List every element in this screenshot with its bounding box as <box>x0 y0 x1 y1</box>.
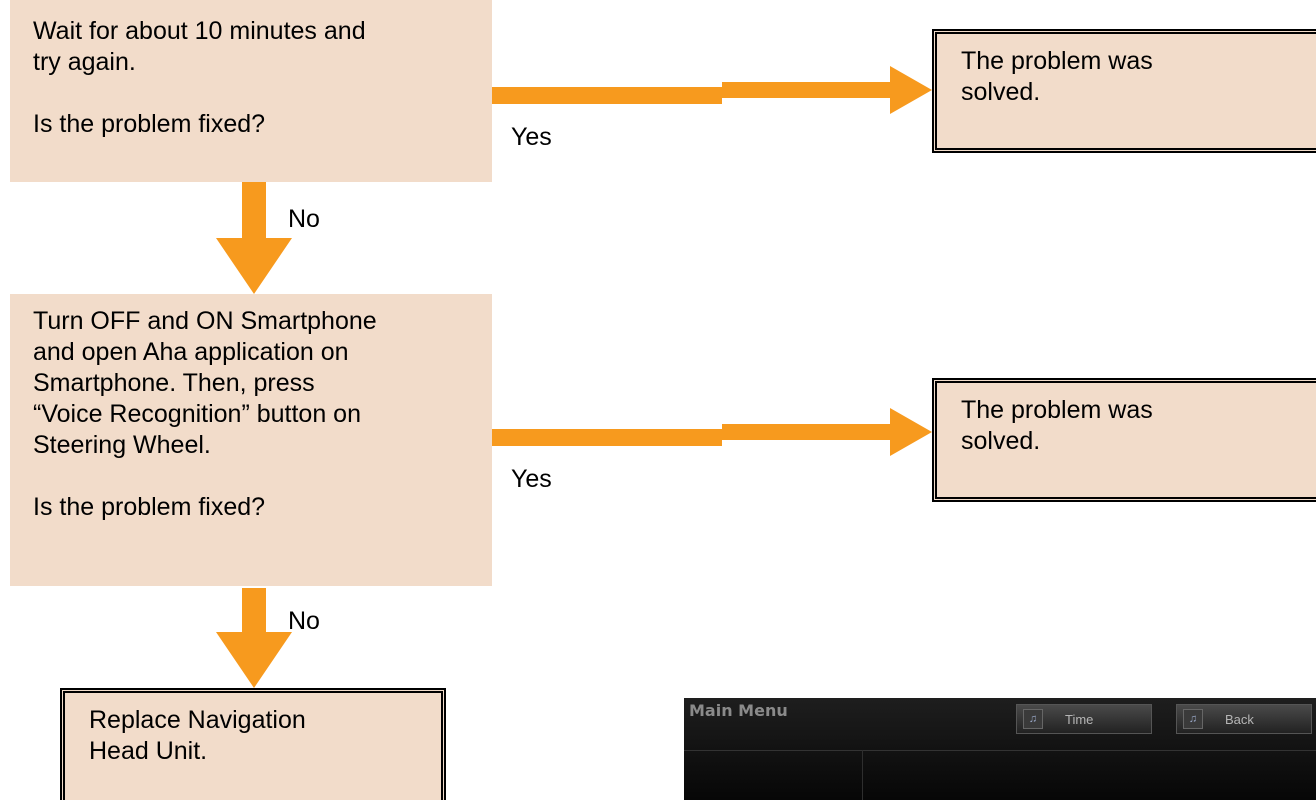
step-1-question: Is the problem fixed? <box>33 110 266 138</box>
voice-icon: ♫ <box>1183 709 1203 729</box>
main-menu-screenshot: Main Menu ♫ Time ♫ Back <box>684 698 1316 800</box>
step-2-box: Turn OFF and ON Smartphone and open Aha … <box>10 294 492 586</box>
step-1-text-line: Wait for about 10 minutes and <box>33 17 366 45</box>
step-2-text-line: and open Aha application on <box>33 338 349 366</box>
result-2-line: solved. <box>961 427 1041 455</box>
result-2-line: The problem was <box>961 396 1153 424</box>
main-menu-title: Main Menu <box>689 701 788 720</box>
result-1-line: The problem was <box>961 47 1153 75</box>
step-1-box: Wait for about 10 minutes and try again.… <box>10 0 492 182</box>
time-button[interactable]: ♫ Time <box>1016 704 1152 734</box>
divider <box>862 750 863 800</box>
result-1-line: solved. <box>961 78 1041 106</box>
arrow-no-2 <box>216 588 292 688</box>
step-2-text-line: “Voice Recognition” button on <box>33 400 361 428</box>
result-3-line: Replace Navigation <box>89 706 306 734</box>
step-2-question: Is the problem fixed? <box>33 493 266 521</box>
no-label-1: No <box>288 205 320 233</box>
arrow-yes-1 <box>492 66 932 114</box>
divider <box>684 750 1316 751</box>
yes-label-2: Yes <box>511 465 552 493</box>
back-button[interactable]: ♫ Back <box>1176 704 1312 734</box>
no-label-2: No <box>288 607 320 635</box>
arrow-no-1 <box>216 182 292 294</box>
step-1-text-line: try again. <box>33 48 136 76</box>
yes-label-1: Yes <box>511 123 552 151</box>
step-2-text-line: Turn OFF and ON Smartphone <box>33 307 377 335</box>
result-box-1: The problem was solved. <box>932 29 1316 153</box>
result-box-3: Replace Navigation Head Unit. <box>60 688 446 800</box>
arrow-yes-2 <box>492 408 932 456</box>
step-2-text-line: Steering Wheel. <box>33 431 211 459</box>
step-2-text-line: Smartphone. Then, press <box>33 369 315 397</box>
time-button-label: Time <box>1065 712 1094 727</box>
voice-icon: ♫ <box>1023 709 1043 729</box>
back-button-label: Back <box>1225 712 1254 727</box>
result-box-2: The problem was solved. <box>932 378 1316 502</box>
result-3-line: Head Unit. <box>89 737 208 765</box>
